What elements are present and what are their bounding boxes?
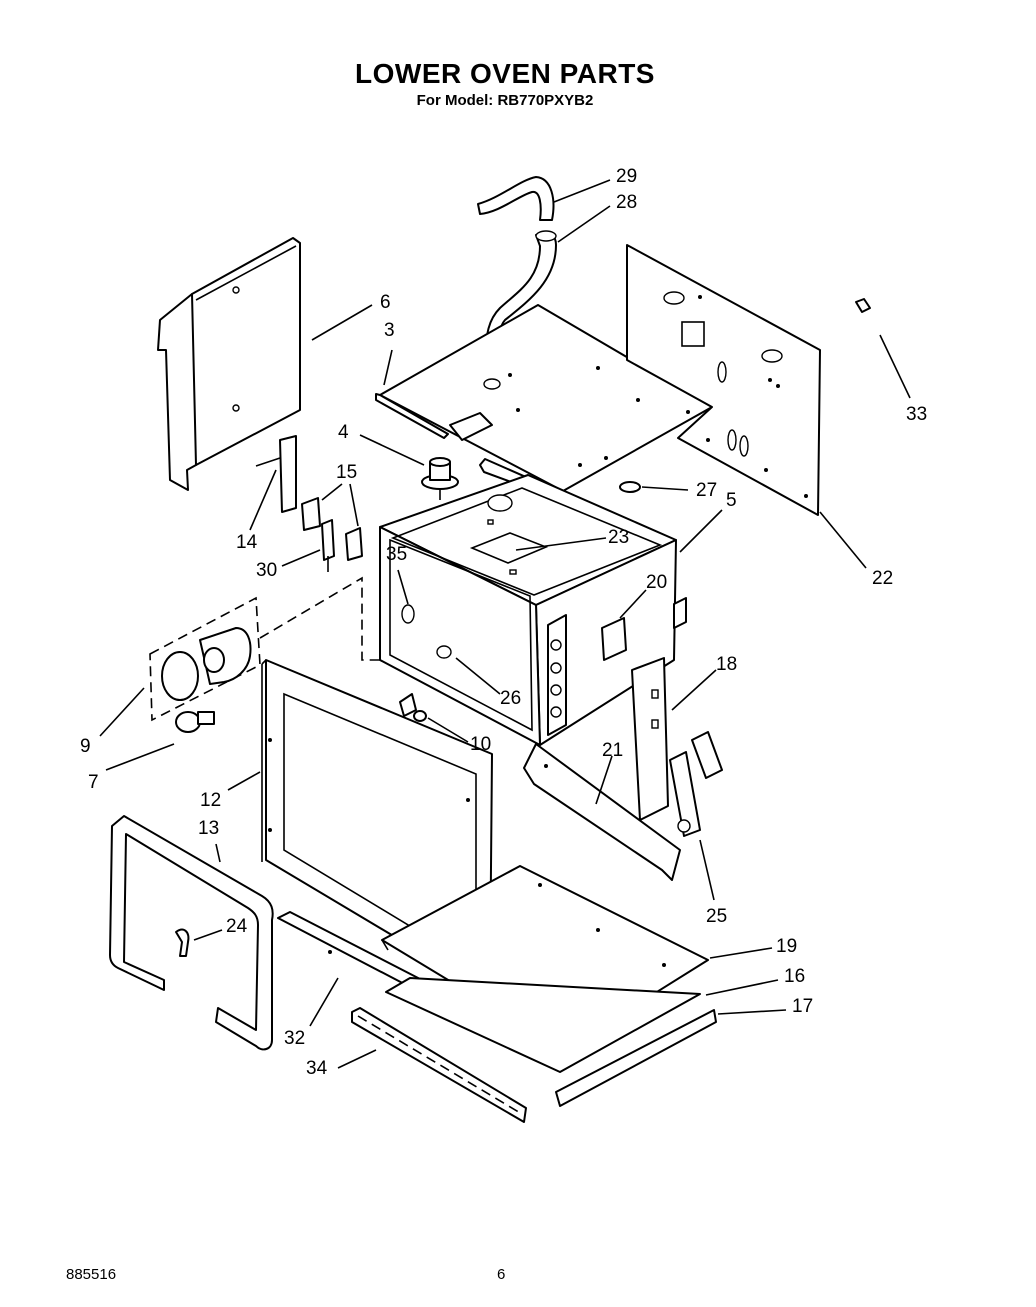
callout-35: 35 [386, 544, 407, 565]
part-21-rail-bracket [523, 743, 681, 881]
callout-4: 4 [338, 422, 349, 443]
callout-18: 18 [716, 654, 737, 675]
callout-27: 27 [696, 480, 717, 501]
callout-labels: 29 28 6 3 33 4 15 27 5 14 30 23 22 35 20… [80, 166, 927, 1079]
callout-28: 28 [616, 192, 637, 213]
callout-33: 33 [906, 404, 927, 425]
part-16-trim [385, 977, 701, 1073]
callout-29: 29 [616, 166, 637, 187]
callout-30: 30 [256, 560, 277, 581]
callout-12: 12 [200, 790, 221, 811]
callout-19: 19 [776, 936, 797, 957]
part-33-clip [855, 298, 871, 313]
callout-23: 23 [608, 527, 629, 548]
part-24-clip [175, 928, 190, 957]
callout-6: 6 [380, 292, 391, 313]
callout-22: 22 [872, 568, 893, 589]
callout-26: 26 [500, 688, 521, 709]
callout-24: 24 [226, 916, 248, 937]
part-4-vent-cap [421, 457, 459, 515]
part-7-bulb [175, 711, 215, 733]
part-27-plug [619, 481, 641, 493]
document-number: 885516 [66, 1266, 117, 1283]
callout-15: 15 [336, 462, 357, 483]
part-34-vent-grille [351, 1007, 527, 1123]
page-number: 6 [497, 1266, 506, 1283]
part-25-hinge [669, 731, 723, 837]
callout-5: 5 [726, 490, 737, 511]
callout-25: 25 [706, 906, 727, 927]
leader-lines [99, 179, 911, 1069]
part-6-side-panel [157, 237, 301, 491]
part-30-connector [321, 519, 335, 572]
part-18-side-bracket [631, 657, 669, 821]
callout-10: 10 [470, 734, 491, 755]
part-9-lamp-housing [149, 596, 261, 722]
page-title: LOWER OVEN PARTS [355, 58, 655, 89]
part-29-tube [477, 176, 555, 221]
part-13-gasket [109, 815, 274, 1051]
callout-34: 34 [306, 1058, 328, 1079]
part-14-bracket [255, 435, 297, 513]
callout-3: 3 [384, 320, 395, 341]
part-15-switch [301, 497, 363, 561]
part-17-rail [555, 1009, 717, 1107]
callout-21: 21 [602, 740, 623, 761]
callout-7: 7 [88, 772, 99, 793]
part-22-back-panel [626, 244, 821, 516]
callout-9: 9 [80, 736, 91, 757]
model-subtitle: For Model: RB770PXYB2 [416, 92, 594, 109]
part-20-bracket [601, 617, 627, 661]
part-10-latch [399, 693, 427, 722]
callout-14: 14 [236, 532, 258, 553]
part-3-top-panel [375, 304, 713, 501]
part-5-oven-cavity [379, 474, 687, 746]
callout-16: 16 [784, 966, 805, 987]
callout-17: 17 [792, 996, 813, 1017]
callout-13: 13 [198, 818, 219, 839]
callout-32: 32 [284, 1028, 305, 1049]
callout-20: 20 [646, 572, 667, 593]
